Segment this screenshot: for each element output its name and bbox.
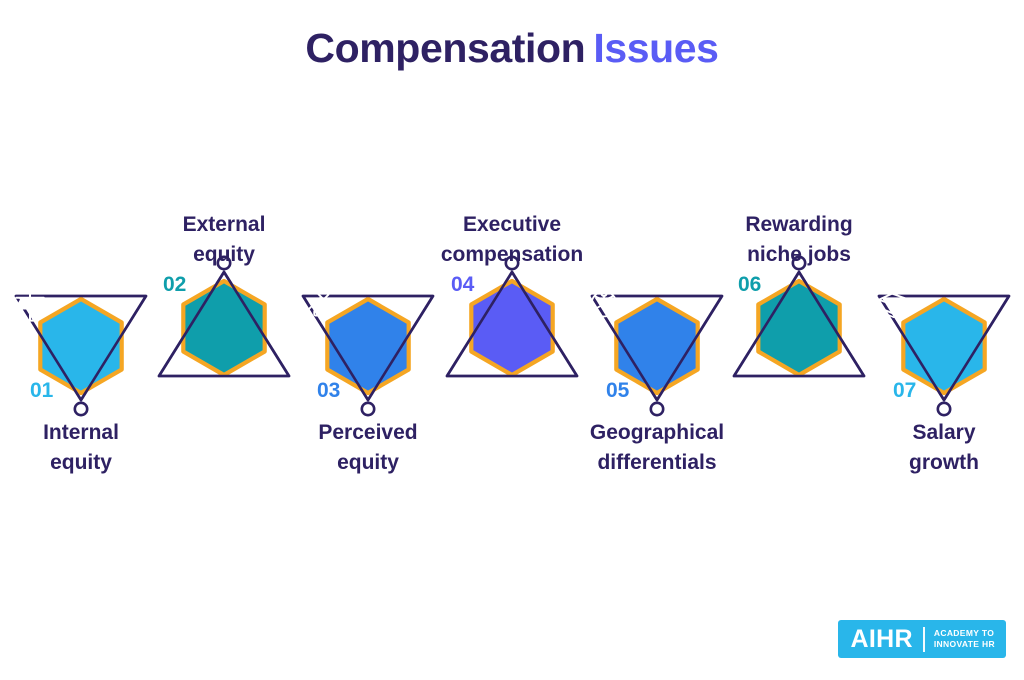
item-label-line1-05: Geographical (589, 421, 725, 444)
aihr-logo: AIHR ACADEMY TO INNOVATE HR (837, 620, 1006, 658)
item-label-line2-05: differentials (597, 451, 717, 475)
item-label-03: Perceived equity (285, 418, 451, 479)
diagram-item-07: 07 Salary growth (871, 252, 1017, 482)
item-label-line2-02: equity (193, 243, 255, 267)
diagram-item-01: 01 Internal equity (8, 252, 154, 482)
diagram-item-03: 03 Perceived equity (295, 252, 441, 482)
item-badge-shape-02 (151, 255, 297, 384)
diagram-item-02: 02 External equity (151, 213, 297, 482)
logo-divider (922, 626, 925, 652)
item-label-06: Rewarding niche jobs (716, 210, 882, 271)
item-label-line1-06: Rewarding (745, 213, 853, 236)
item-badge-shape-07 (871, 288, 1017, 417)
item-label-line2-01: equity (50, 451, 112, 475)
diagram-item-04: 04 Executive compensation (439, 213, 585, 482)
item-label-line1-01: Internal (43, 421, 119, 444)
item-number-05: 05 (606, 379, 630, 402)
logo-wordmark: AIHR (850, 624, 913, 653)
diagram-item-05: 05 Geographical differentials (584, 252, 730, 482)
item-label-line1-03: Perceived (318, 421, 418, 444)
item-label-line1-04: Executive (462, 213, 562, 236)
item-badge-shape-06 (726, 255, 872, 384)
item-label-line2-06: niche jobs (747, 243, 851, 267)
item-number-07: 07 (893, 379, 917, 402)
item-number-06: 06 (738, 273, 762, 296)
item-number-04: 04 (451, 273, 475, 296)
item-number-02: 02 (163, 273, 187, 296)
item-label-02: External equity (141, 210, 307, 271)
page-title-main: Compensation (305, 25, 586, 71)
logo-tagline: ACADEMY TO INNOVATE HR (934, 628, 995, 650)
item-label-05: Geographical differentials (574, 418, 740, 479)
item-label-line1-02: External (182, 213, 266, 236)
item-label-04: Executive compensation (429, 210, 595, 271)
item-label-line2-07: growth (909, 451, 979, 475)
item-label-line2-03: equity (337, 451, 399, 475)
item-label-01: Internal equity (0, 418, 164, 479)
page-title-accent: Issues (593, 25, 719, 71)
item-label-line2-04: compensation (440, 243, 584, 267)
diagram-item-06: 06 Rewarding niche jobs (726, 213, 872, 482)
item-number-01: 01 (30, 379, 54, 402)
item-label-line1-07: Salary (912, 421, 976, 444)
item-badge-shape-03 (295, 285, 441, 417)
item-label-07: Salary growth (861, 418, 1024, 479)
logo-tagline-line2: INNOVATE HR (933, 639, 995, 649)
item-number-03: 03 (317, 379, 341, 402)
logo-tagline-line1: ACADEMY TO (933, 628, 995, 639)
